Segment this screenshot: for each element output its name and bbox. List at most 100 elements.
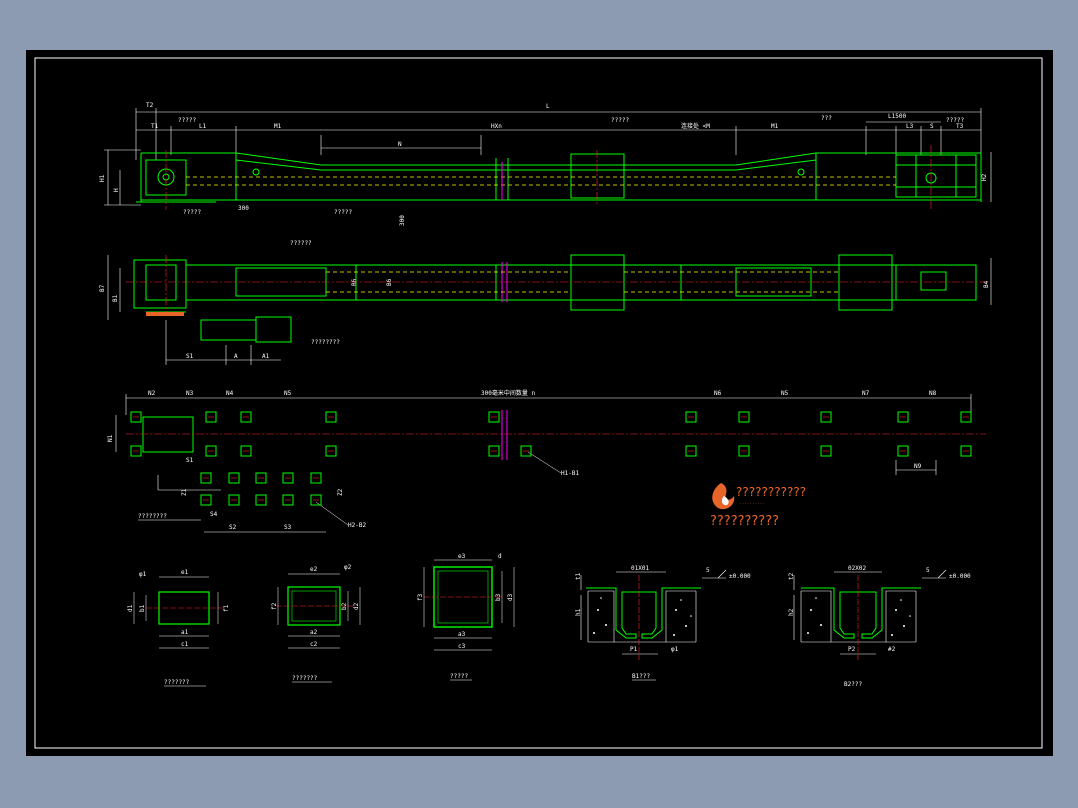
section-b1-caption: B1??? bbox=[632, 673, 650, 680]
section-b2-caption: B2??? bbox=[844, 681, 862, 688]
elevation-view: L T2 T1 L1 M1 HXn M1 L3 S T3 N 连接处 <M ??… bbox=[99, 102, 992, 226]
drawing-frame bbox=[34, 57, 1043, 749]
flame-icon bbox=[712, 483, 735, 510]
section-b1-embedded: 01X01 t1 h1 P1 φ1 ±0.000 5 B1??? bbox=[575, 565, 751, 681]
dim-b4: B4 bbox=[983, 280, 990, 288]
anchor-hole bbox=[205, 445, 217, 457]
logo-text: ?????????? bbox=[710, 514, 779, 529]
dim-l1500: L1500 bbox=[888, 113, 906, 120]
dim-s4: S4 bbox=[210, 511, 218, 518]
sec1-f1: f1 bbox=[223, 604, 230, 612]
callout-4: ????? bbox=[611, 117, 629, 124]
anchor-hole bbox=[685, 445, 697, 457]
dim-n2: N2 bbox=[148, 390, 156, 397]
anchor-hole bbox=[240, 445, 252, 457]
dim-h: H bbox=[113, 188, 120, 192]
dim-b1: B1 bbox=[112, 294, 119, 302]
foundation-center-note: 300毫米中间数量 n bbox=[481, 389, 535, 397]
anchor-hole bbox=[310, 494, 322, 506]
sec1-phi: φ1 bbox=[139, 571, 147, 578]
anchor-hole bbox=[255, 494, 267, 506]
dim-300-b: 300 bbox=[399, 215, 406, 226]
sec3-e3: e3 bbox=[458, 553, 466, 560]
sec1-e1: e1 bbox=[181, 569, 189, 576]
sec1-c1: c1 bbox=[181, 641, 189, 648]
dim-a: A bbox=[234, 353, 238, 360]
secb2-02x02: 02X02 bbox=[848, 565, 866, 572]
secb1-01x01: 01X01 bbox=[631, 565, 649, 572]
sec1-b1: b1 bbox=[139, 604, 146, 612]
cad-drawing: L T2 T1 L1 M1 HXn M1 L3 S T3 N 连接处 <M ??… bbox=[34, 57, 1043, 749]
dim-t3: T3 bbox=[956, 123, 964, 130]
sec2-e2: e2 bbox=[310, 566, 318, 573]
sec2-d2: d2 bbox=[353, 602, 360, 610]
dim-h2: H2 bbox=[981, 173, 988, 181]
secb2-level: ±0.000 bbox=[949, 573, 971, 580]
dim-n7: N7 bbox=[862, 390, 870, 397]
callout-2: ????? bbox=[183, 209, 201, 216]
anchor-hole bbox=[820, 411, 832, 423]
sec3-b3: b3 bbox=[495, 593, 502, 601]
secb1-t1: t1 bbox=[575, 572, 582, 580]
dim-n4: N4 bbox=[226, 390, 234, 397]
logo-subtitle: · · · · · · · · · · bbox=[740, 501, 764, 506]
dim-n1: N1 bbox=[107, 434, 114, 442]
dim-s1-foundation: S1 bbox=[186, 457, 194, 464]
anchor-hole bbox=[897, 445, 909, 457]
foundation-plan: N2 N3 N4 N5 N6 N5 N7 N8 300毫米中间数量 n N1 S… bbox=[107, 389, 986, 533]
section-3: e3 f3 b3 d3 a3 c3 d ????? bbox=[417, 553, 515, 681]
anchor-hole bbox=[488, 445, 500, 457]
dim-300-a: 300 bbox=[238, 205, 249, 212]
dim-t2: T2 bbox=[146, 102, 154, 109]
secb1-phi1: φ1 bbox=[671, 646, 679, 653]
section-1-caption: ??????? bbox=[164, 679, 190, 686]
label-qqq: ??? bbox=[821, 115, 832, 122]
sec2-f2: f2 bbox=[271, 602, 278, 610]
dim-s1: S1 bbox=[186, 353, 194, 360]
sec3-phi: d bbox=[498, 553, 502, 560]
sec1-d1: d1 bbox=[127, 604, 134, 612]
secb1-level: ±0.000 bbox=[729, 573, 751, 580]
dim-m1-right: M1 bbox=[771, 123, 779, 130]
sec2-phi: φ2 bbox=[344, 564, 352, 571]
sec2-b2: b2 bbox=[341, 602, 348, 610]
anchor-hole bbox=[228, 472, 240, 484]
sec3-a3: a3 bbox=[458, 631, 466, 638]
secb2-h2: h2 bbox=[788, 608, 795, 616]
anchor-hole bbox=[820, 445, 832, 457]
sec2-a2: a2 bbox=[310, 629, 318, 636]
section-2: e2 f2 b2 d2 a2 c2 φ2 ??????? bbox=[271, 564, 361, 683]
sec2-c2: c2 bbox=[310, 641, 318, 648]
anchor-hole bbox=[282, 494, 294, 506]
dim-t1: T1 bbox=[151, 123, 159, 130]
dim-n9: N9 bbox=[914, 463, 922, 470]
dim-h1: H1 bbox=[99, 174, 106, 182]
label-connection: 连接处 <M bbox=[681, 122, 710, 130]
dim-z1: Z1 bbox=[181, 488, 188, 496]
anchor-hole bbox=[240, 411, 252, 423]
anchor-hole bbox=[520, 445, 532, 457]
anchor-hole bbox=[960, 445, 972, 457]
callout-1: ????? bbox=[178, 117, 196, 124]
dim-n8: N8 bbox=[929, 390, 937, 397]
secb1-p1: P1 bbox=[630, 646, 638, 653]
dim-hxn: HXn bbox=[491, 123, 502, 130]
dim-n: N bbox=[398, 141, 402, 148]
dim-n3: N3 bbox=[186, 390, 194, 397]
dim-s: S bbox=[930, 123, 934, 130]
dim-n5-b: N5 bbox=[781, 390, 789, 397]
anchor-hole bbox=[685, 411, 697, 423]
callout-5: ????? bbox=[946, 117, 964, 124]
secb1-5: 5 bbox=[706, 567, 710, 574]
section-2-caption: ??????? bbox=[292, 675, 318, 682]
anchor-hole bbox=[200, 494, 212, 506]
secb2-5: 5 bbox=[926, 567, 930, 574]
dim-l1: L1 bbox=[199, 123, 207, 130]
secb2-p2: P2 bbox=[848, 646, 856, 653]
sec3-c3: c3 bbox=[458, 643, 466, 650]
plan-callout-2: ???????? bbox=[311, 339, 340, 346]
anchor-hole bbox=[488, 411, 500, 423]
plan-callout-1: ?????? bbox=[290, 240, 312, 247]
sec3-d3: d3 bbox=[507, 593, 514, 601]
anchor-hole bbox=[325, 445, 337, 457]
